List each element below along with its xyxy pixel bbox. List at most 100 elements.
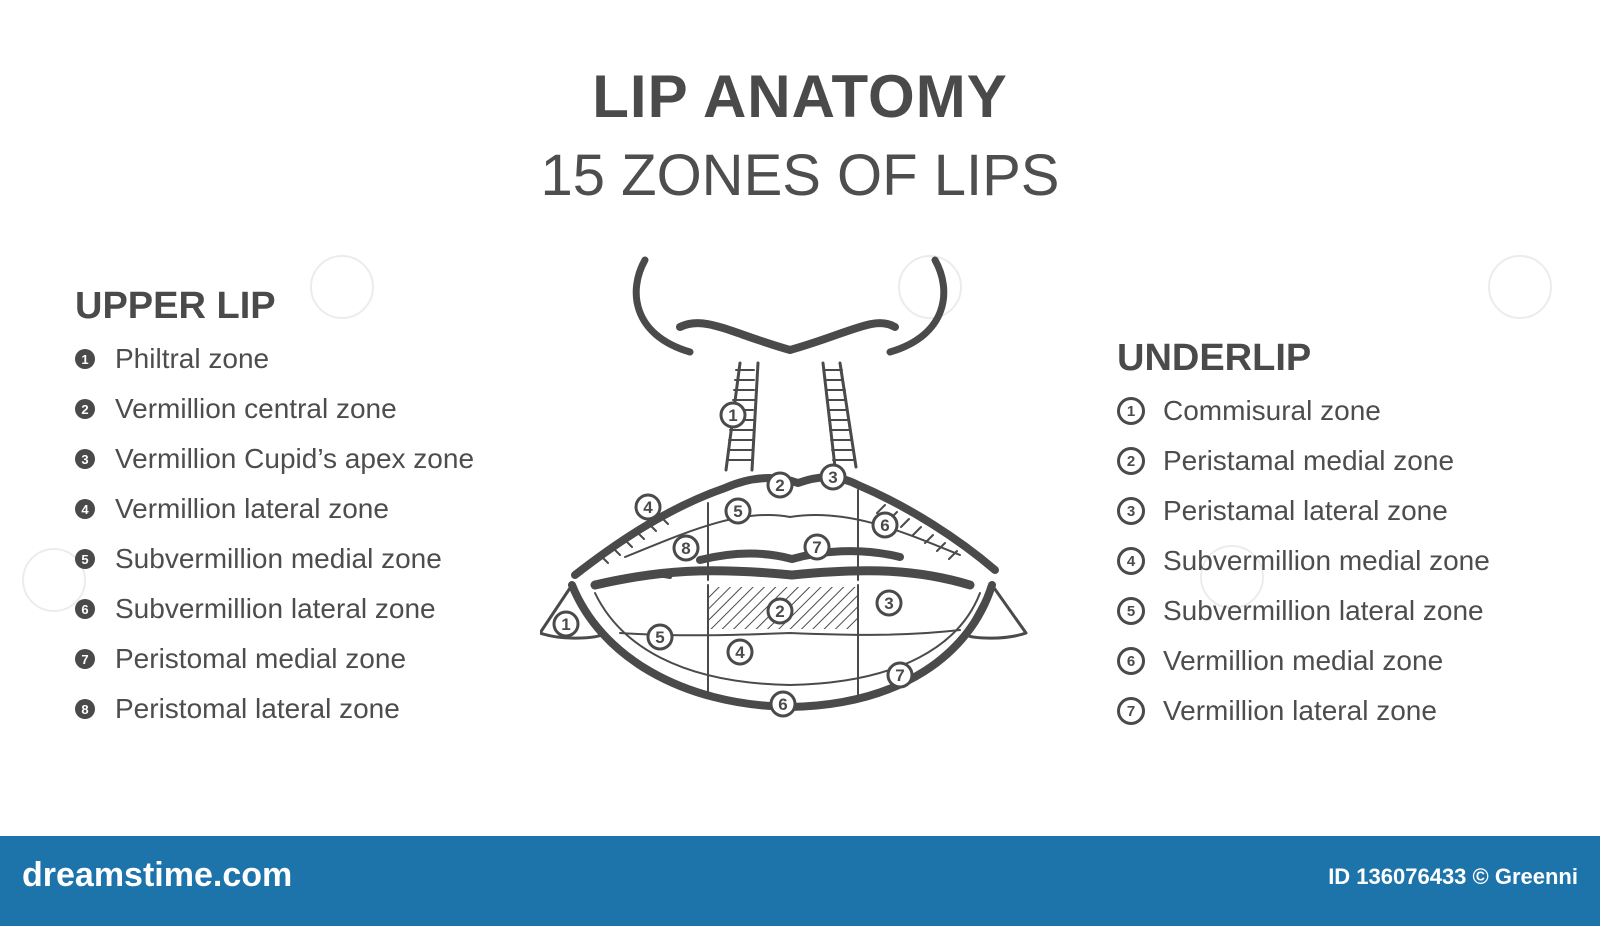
watermark-swirl bbox=[898, 255, 962, 319]
marker-label: 2 bbox=[775, 602, 784, 621]
marker-label: 1 bbox=[561, 615, 570, 634]
legend-label: Subvermillion lateral zone bbox=[1163, 595, 1484, 626]
legend-item: 4 Vermillion lateral zone bbox=[75, 484, 474, 534]
upper-marker-1: 1 bbox=[719, 401, 747, 429]
mouth-line bbox=[590, 566, 975, 590]
number-badge: 7 bbox=[1117, 697, 1145, 725]
page-title: LIP ANATOMY bbox=[592, 63, 1008, 130]
upper-lip-heading: UPPER LIP bbox=[75, 285, 276, 327]
upper-marker-4: 4 bbox=[634, 493, 662, 521]
legend-label: Subvermillion lateral zone bbox=[115, 593, 436, 624]
lower-lip-horizontal bbox=[619, 629, 961, 637]
upper-lip-border bbox=[571, 473, 999, 579]
legend-item: 3 Peristamal lateral zone bbox=[1117, 486, 1490, 536]
lower-marker-5: 5 bbox=[646, 623, 674, 651]
legend-item: 6 Subvermillion lateral zone bbox=[75, 584, 474, 634]
legend-label: Philtral zone bbox=[115, 343, 270, 374]
number-badge: 5 bbox=[1117, 597, 1145, 625]
legend-item: 7 Peristomal medial zone bbox=[75, 634, 474, 684]
marker-label: 6 bbox=[778, 695, 787, 714]
number-badge: 8 bbox=[75, 699, 95, 719]
underlip-heading: UNDERLIP bbox=[1117, 337, 1312, 379]
lower-marker-3: 3 bbox=[875, 589, 903, 617]
upper-marker-5: 5 bbox=[724, 497, 752, 525]
upper-lip-wet-line bbox=[624, 513, 961, 558]
legend-item: 5 Subvermillion lateral zone bbox=[1117, 586, 1490, 636]
upper-marker-3: 3 bbox=[819, 463, 847, 491]
number-badge: 2 bbox=[75, 399, 95, 419]
page-subtitle: 15 ZONES OF LIPS bbox=[540, 143, 1060, 208]
mouth-line-left-highlight bbox=[598, 572, 672, 584]
legend-label: Peristamal medial zone bbox=[1163, 445, 1455, 476]
watermark-swirl bbox=[1488, 255, 1552, 319]
legend-label: Vermillion medial zone bbox=[1163, 645, 1444, 676]
philtrum-right bbox=[821, 361, 837, 469]
legend-label: Peristamal lateral zone bbox=[1163, 495, 1448, 526]
legend-label: Subvermillion medial zone bbox=[115, 543, 442, 574]
upper-lip-legend: UPPER LIP 1 Philtral zone 2 Vermillion cen… bbox=[75, 285, 474, 734]
number-badge: 1 bbox=[1117, 397, 1145, 425]
brand-logo: dreamstime.com bbox=[22, 856, 293, 894]
nose-base bbox=[676, 319, 899, 354]
underlip-legend: UNDERLIP 1 Commisural zone 2 Peristamal me… bbox=[1117, 337, 1490, 736]
marker-label: 3 bbox=[828, 468, 837, 487]
marker-label: 7 bbox=[812, 538, 821, 557]
legend-item: 1 Commisural zone bbox=[1117, 386, 1490, 436]
upper-marker-2: 2 bbox=[766, 471, 794, 499]
lower-marker-1: 1 bbox=[552, 610, 580, 638]
legend-item: 7 Vermillion lateral zone bbox=[1117, 686, 1490, 736]
legend-label: Vermillion lateral zone bbox=[1163, 695, 1437, 726]
upper-lip-inner-line bbox=[696, 547, 904, 564]
lower-marker-7: 7 bbox=[886, 661, 914, 689]
legend-item: 5 Subvermillion medial zone bbox=[75, 534, 474, 584]
legend-item: 8 Peristomal lateral zone bbox=[75, 684, 474, 734]
marker-label: 4 bbox=[643, 498, 653, 517]
number-badge: 4 bbox=[1117, 547, 1145, 575]
marker-label: 7 bbox=[895, 666, 904, 685]
number-badge: 3 bbox=[1117, 497, 1145, 525]
watermark-swirl bbox=[310, 255, 374, 319]
watermark-swirl bbox=[22, 548, 86, 612]
marker-label: 5 bbox=[733, 502, 742, 521]
nose-right-outline bbox=[886, 256, 948, 356]
legend-label: Vermillion Cupid’s apex zone bbox=[115, 443, 475, 474]
upper-marker-8: 8 bbox=[672, 534, 700, 562]
legend-item: 4 Subvermillion medial zone bbox=[1117, 536, 1490, 586]
legend-label: Vermillion central zone bbox=[115, 393, 397, 424]
marker-label: 1 bbox=[728, 406, 737, 425]
legend-label: Peristomal medial zone bbox=[115, 643, 407, 674]
marker-label: 6 bbox=[880, 516, 889, 535]
legend-label: Commisural zone bbox=[1163, 395, 1381, 426]
legend-item: 2 Vermillion central zone bbox=[75, 384, 474, 434]
number-badge: 6 bbox=[75, 599, 95, 619]
footer-bar: dreamstime.com ID 136076433 © Greenni bbox=[0, 836, 1600, 926]
marker-label: 2 bbox=[775, 476, 784, 495]
marker-label: 3 bbox=[884, 594, 893, 613]
philtrum-hatch-right bbox=[823, 369, 855, 461]
legend-item: 6 Vermillion medial zone bbox=[1117, 636, 1490, 686]
legend-label: Peristomal lateral zone bbox=[115, 693, 400, 724]
lower-lip-inner-curve bbox=[594, 592, 981, 686]
lower-marker-2: 2 bbox=[766, 597, 794, 625]
philtrum-left-inner bbox=[750, 361, 760, 472]
legend-label: Subvermillion medial zone bbox=[1163, 545, 1490, 576]
number-badge: 5 bbox=[75, 549, 95, 569]
lower-marker-4: 4 bbox=[726, 638, 754, 666]
image-credit: ID 136076433 © Greenni bbox=[1328, 864, 1578, 889]
number-badge: 2 bbox=[1117, 447, 1145, 475]
number-badge: 1 bbox=[75, 349, 95, 369]
number-badge: 6 bbox=[1117, 647, 1145, 675]
marker-label: 4 bbox=[735, 643, 745, 662]
legend-label: Vermillion lateral zone bbox=[115, 493, 389, 524]
number-badge: 4 bbox=[75, 499, 95, 519]
legend-item: 1 Philtral zone bbox=[75, 334, 474, 384]
marker-label: 5 bbox=[655, 628, 664, 647]
marker-label: 8 bbox=[681, 539, 690, 558]
upper-marker-7: 7 bbox=[803, 533, 831, 561]
legend-item: 2 Peristamal medial zone bbox=[1117, 436, 1490, 486]
nose-left-outline bbox=[632, 256, 694, 356]
lip-diagram: 1 2 3 4 5 6 7 8 1 2 3 4 5 6 7 bbox=[540, 256, 1028, 718]
lower-marker-6: 6 bbox=[769, 690, 797, 718]
number-badge: 7 bbox=[75, 649, 95, 669]
